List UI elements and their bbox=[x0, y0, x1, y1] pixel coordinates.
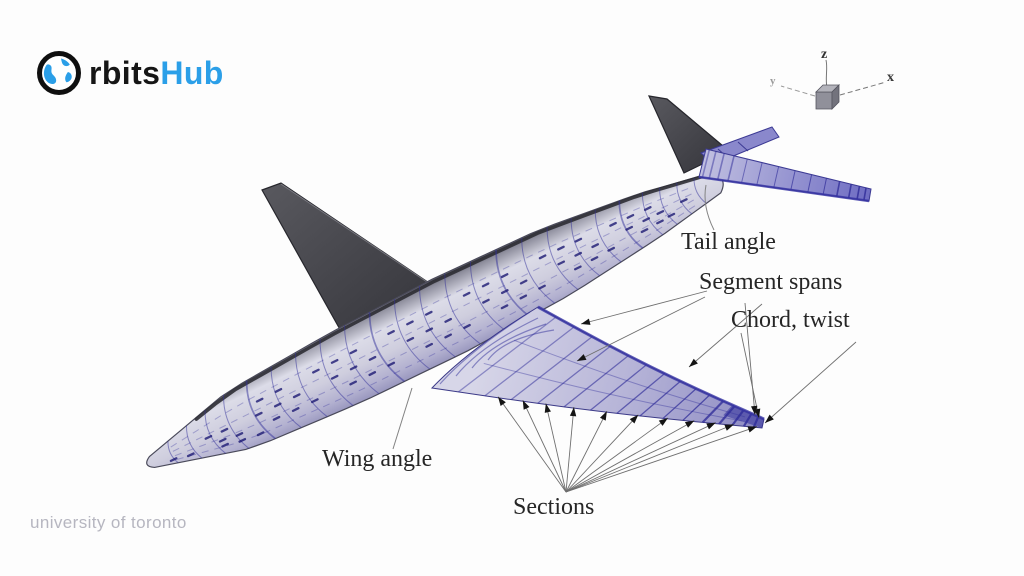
attribution-text: university of toronto bbox=[30, 513, 187, 532]
label-tail-angle: Tail angle bbox=[681, 229, 776, 255]
fuselage-mesh bbox=[167, 177, 707, 464]
label-chord-twist: Chord, twist bbox=[731, 307, 850, 333]
annotation-lines bbox=[392, 184, 857, 493]
brand-logo: rbitsHub bbox=[36, 50, 224, 96]
axis-label-x: x bbox=[887, 70, 894, 85]
horizontal-stabilizer bbox=[698, 148, 872, 203]
axis-indicator: z x y bbox=[770, 47, 894, 110]
axis-cube bbox=[815, 91, 833, 110]
globe-icon bbox=[37, 51, 81, 95]
brand-name-accent: Hub bbox=[160, 55, 224, 91]
axis-label-z: z bbox=[821, 47, 827, 62]
brand-name: rbitsHub bbox=[89, 57, 224, 89]
fuselage bbox=[146, 172, 724, 469]
near-wing bbox=[430, 305, 765, 429]
label-sections: Sections bbox=[513, 494, 595, 520]
brand-name-dark: rbits bbox=[89, 55, 161, 91]
axis-label-y: y bbox=[770, 75, 776, 87]
label-wing-angle: Wing angle bbox=[322, 446, 433, 472]
label-segment-spans: Segment spans bbox=[699, 269, 843, 295]
